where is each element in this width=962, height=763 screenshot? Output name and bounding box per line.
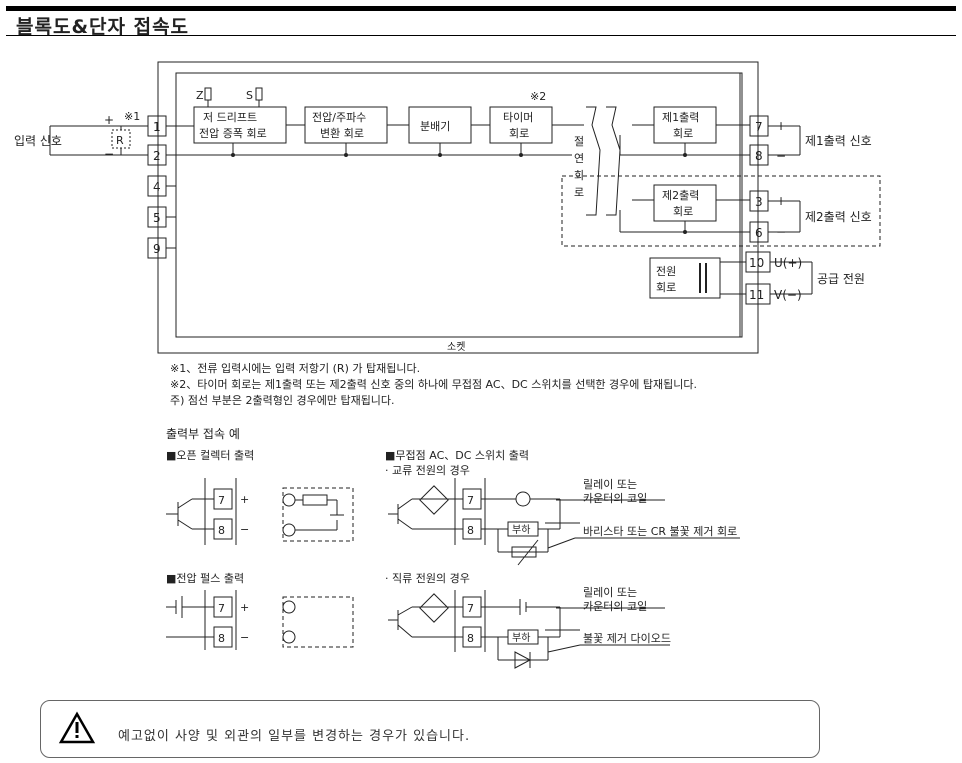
diagram-label: 릴레이 또는 (583, 586, 637, 599)
diagram-label: S (246, 89, 253, 102)
note-3: 주) 점선 부분은 2출력형인 경우에만 탑재됩니다. (170, 394, 395, 407)
diagram-label: 회로 (656, 281, 676, 294)
diagram-label: 전압/주파수 (312, 111, 366, 124)
two-output-area (561, 175, 881, 247)
diagram-label: 8 (755, 149, 763, 163)
title-bar: 블록도&단자 접속도 (6, 6, 956, 38)
diagram-label: − (776, 225, 786, 239)
page-title: 블록도&단자 접속도 (16, 16, 190, 38)
warning-text: 예고없이 사양 및 외관의 일부를 변경하는 경우가 있습니다. (118, 729, 471, 744)
diagram-label: 회로 (673, 205, 693, 218)
diagram-label: + (240, 493, 249, 506)
diagram-label: 연 (574, 152, 584, 165)
diagram-label: + (104, 113, 114, 127)
diagram-label: 변환 회로 (320, 127, 364, 140)
diagram-label: 제2출력 (662, 189, 699, 202)
diagram-label: 카운터의 코일 (583, 491, 647, 505)
diagram-label: 소켓 (447, 341, 465, 353)
diagram-label: 출력부 접속 예 (166, 427, 240, 441)
diagram-label: 2 (153, 149, 161, 163)
diagram-label: − (104, 147, 114, 161)
diagram-label: 8 (467, 632, 474, 645)
diagram-label: 3 (755, 195, 763, 209)
diagram-label: 4 (153, 180, 161, 194)
diagram-label: · 직류 전원의 경우 (385, 572, 470, 585)
diagram-label: 11 (749, 288, 764, 302)
diagram-label: + (776, 119, 786, 133)
socket-frame (157, 61, 759, 354)
diagram-label: Z (196, 89, 204, 102)
diagram-label: 9 (153, 242, 161, 256)
diagram-label: 바리스타 또는 CR 불꽃 제거 회로 (583, 525, 737, 538)
diagram-label: 7 (218, 602, 225, 615)
inner-frame (175, 72, 743, 338)
diagram-label: 공급 전원 (817, 272, 865, 286)
diagram-label: U(+) (774, 256, 802, 270)
diagram-label: 카운터의 코일 (583, 599, 647, 613)
diagram-label: 8 (218, 524, 225, 537)
diagram-label: 7 (467, 602, 474, 615)
diagram-label: 7 (218, 494, 225, 507)
diagram-label: · 교류 전원의 경우 (385, 464, 470, 477)
warning-box (40, 700, 820, 758)
diagram-label: − (240, 523, 249, 536)
diagram-label: 8 (467, 524, 474, 537)
note-2: ※2、타이머 회로는 제1출력 또는 제2출력 신호 중의 하나에 무접점 AC… (170, 378, 698, 391)
diagram-label: 5 (153, 211, 161, 225)
diagram-label: 불꽃 제거 다이오드 (583, 632, 671, 645)
diagram-label: + (240, 601, 249, 614)
diagram-label: 8 (218, 632, 225, 645)
diagram-label: 전원 (656, 265, 676, 278)
diagram-label: 로 (574, 186, 584, 199)
diagram-label: 전압 증폭 회로 (199, 127, 267, 140)
diagram-label: 10 (749, 256, 764, 270)
diagram-label: − (240, 631, 249, 644)
diagram-label: 6 (755, 226, 763, 240)
diagram-label: 저 드리프트 (203, 111, 257, 124)
diagram-label: 릴레이 또는 (583, 478, 637, 491)
diagram-label: V(−) (774, 288, 802, 302)
diagram-label: 제2출력 신호 (805, 210, 872, 224)
diagram-label: 제1출력 신호 (805, 134, 872, 148)
warning-icon (58, 711, 96, 744)
diagram-label: ※1 (124, 110, 140, 123)
diagram-label: 1 (153, 120, 161, 134)
diagram-label: 부하 (512, 523, 530, 536)
diagram-label: 제1출력 (662, 111, 699, 124)
diagram-label: ■오픈 컬렉터 출력 (166, 449, 254, 462)
diagram-label: 회로 (509, 127, 529, 140)
diagram-label: R (116, 134, 124, 147)
diagram-label: 회 (574, 169, 584, 182)
diagram-label: − (776, 149, 786, 163)
diagram-label: ■무접점 AC、DC 스위치 출력 (385, 449, 529, 462)
diagram-label: ※2 (530, 90, 546, 103)
diagram-label: 7 (467, 494, 474, 507)
diagram-label: 부하 (512, 631, 530, 644)
diagram-label: 절 (574, 135, 584, 148)
diagram-label: ■전압 펄스 출력 (166, 572, 244, 585)
diagram-label: 회로 (673, 127, 693, 140)
diagram-label: + (776, 194, 786, 208)
title-rule (6, 8, 956, 11)
note-1: ※1、전류 입력시에는 입력 저항기 (R) 가 탑재됩니다. (170, 362, 421, 375)
diagram-label: 7 (755, 120, 763, 134)
diagram-label: 분배기 (420, 120, 450, 133)
diagram-label: 타이머 (503, 111, 533, 124)
input-signal-label: 입력 신호 (14, 134, 62, 148)
block-power (649, 257, 721, 299)
